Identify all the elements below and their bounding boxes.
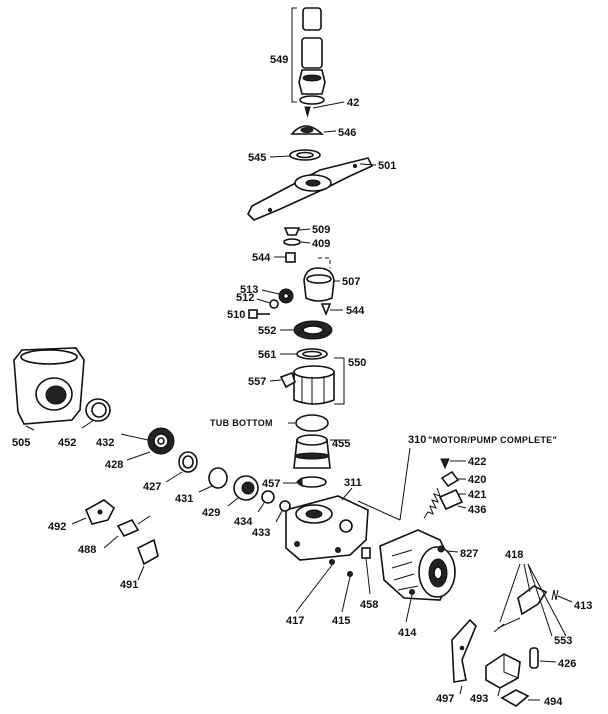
part-421-436-bracket [438, 488, 467, 511]
label-492: 492 [48, 521, 66, 533]
label-452: 452 [58, 437, 76, 449]
part-417-415-458-fasteners [295, 547, 371, 613]
label-550: 550 [348, 357, 366, 369]
label-431: 431 [175, 493, 193, 505]
label-433: 433 [252, 527, 270, 539]
label-513: 513 [240, 284, 258, 296]
part-457-clamp [283, 476, 327, 488]
label-497: 497 [436, 693, 454, 705]
part-431-gasket [198, 467, 228, 493]
label-455: 455 [332, 438, 350, 450]
label-311: 311 [344, 477, 362, 489]
label-544-lower: 544 [346, 305, 365, 317]
part-428-432-coil [120, 427, 175, 461]
part-550-impeller-housing [293, 357, 345, 405]
part-494-cap [500, 689, 540, 707]
label-414: 414 [398, 627, 417, 639]
label-417: 417 [286, 615, 304, 627]
part-429-cap [227, 475, 259, 507]
label-428: 428 [105, 459, 123, 471]
label-420: 420 [468, 474, 486, 486]
label-415: 415 [332, 615, 350, 627]
label-488: 488 [78, 544, 96, 556]
label-493: 493 [470, 693, 488, 705]
part-310-motor [357, 447, 456, 601]
part-426-pin [529, 647, 557, 669]
part-544-lower-screw [320, 303, 343, 317]
part-549-upper-tube [291, 7, 326, 105]
caption-motor-pump-complete: "MOTOR/PUMP COMPLETE" [428, 435, 557, 445]
part-510-screw [248, 309, 270, 319]
part-414-screw [405, 589, 415, 623]
part-544-nut [274, 252, 296, 263]
part-561-ring [280, 348, 328, 360]
label-561: 561 [258, 349, 276, 361]
part-501-spray-arm [247, 157, 377, 221]
part-546-cap [290, 125, 337, 135]
label-413: 413 [574, 600, 592, 612]
part-512-washer [256, 298, 279, 309]
part-455-pump-cover [293, 434, 345, 469]
label-509: 509 [312, 224, 330, 236]
label-491: 491 [120, 579, 138, 591]
part-507-housing [303, 257, 340, 302]
part-492-switch [71, 499, 116, 525]
label-507: 507 [342, 276, 360, 288]
label-310: 310 [408, 434, 426, 446]
part-422-screw [440, 458, 466, 470]
part-42-screw [304, 101, 345, 118]
part-509-409-screw [283, 227, 311, 246]
part-452-clamp [81, 398, 111, 429]
label-545: 545 [248, 152, 266, 164]
label-546: 546 [338, 127, 356, 139]
part-488-bracket [103, 515, 151, 549]
label-553: 553 [554, 635, 572, 647]
part-493-switch [485, 653, 521, 697]
label-422: 422 [468, 456, 486, 468]
label-421: 421 [468, 489, 486, 501]
label-827: 827 [460, 548, 478, 560]
label-432: 432 [96, 437, 114, 449]
label-557: 557 [248, 376, 266, 388]
label-436: 436 [468, 504, 486, 516]
part-513-gear [261, 288, 294, 304]
tub-bottom-seal [288, 414, 329, 432]
part-552-gear [280, 320, 333, 340]
label-505: 505 [12, 437, 30, 449]
label-494: 494 [544, 696, 563, 708]
part-827-screw [437, 545, 459, 553]
label-429: 429 [202, 507, 220, 519]
part-545-ring [269, 149, 321, 161]
part-427-ring [165, 451, 198, 483]
label-434: 434 [234, 516, 253, 528]
part-505-inlet-box [13, 347, 85, 431]
label-544-upper: 544 [252, 252, 271, 264]
label-427: 427 [143, 481, 161, 493]
part-491-clip [136, 538, 159, 581]
label-42: 42 [347, 97, 359, 109]
part-433-washer [275, 500, 291, 523]
part-420-spring [423, 470, 466, 519]
part-497-plate [451, 618, 477, 695]
label-457: 457 [262, 478, 280, 490]
label-458: 458 [360, 599, 378, 611]
part-557-clip [269, 371, 296, 389]
label-426: 426 [558, 658, 576, 670]
label-418: 418 [505, 549, 523, 561]
label-549: 549 [270, 54, 288, 66]
label-501: 501 [378, 160, 396, 172]
label-409: 409 [312, 238, 330, 250]
label-510: 510 [227, 309, 245, 321]
label-512: 512 [236, 292, 254, 304]
caption-tub-bottom: TUB BOTTOM [210, 418, 273, 428]
part-418-413-553-bracket [493, 563, 573, 637]
part-434-plug [257, 490, 275, 513]
label-552: 552 [258, 325, 276, 337]
part-311-pump-body [285, 487, 369, 561]
